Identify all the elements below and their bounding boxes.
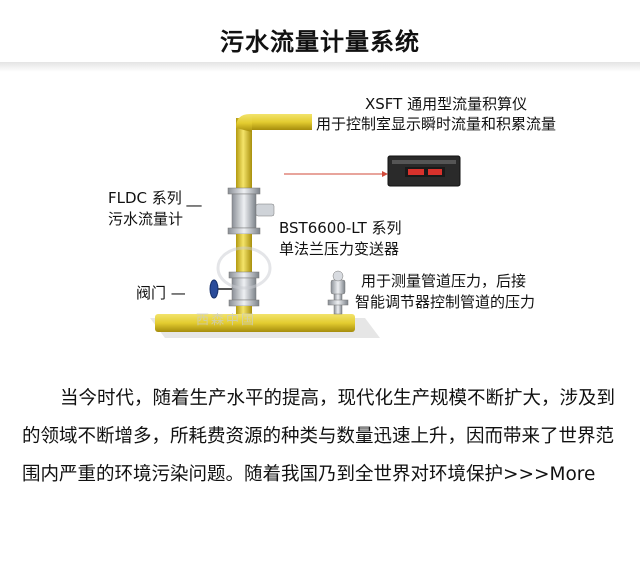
label-bst-line1: BST6600-LT 系列 <box>279 219 402 237</box>
label-bst-line2: 单法兰压力变送器 <box>279 240 400 258</box>
valve-handwheel <box>209 279 219 299</box>
intro-text: 当今时代，随着生产水平的提高，现代化生产规模不断扩大，涉及到的领域不断增多，所耗… <box>22 388 616 485</box>
flowmeter-flange-bottom <box>227 227 261 235</box>
more-link[interactable]: >>>More <box>503 464 596 485</box>
label-valve: 阀门 — <box>136 284 186 302</box>
flowmeter-body <box>231 193 257 229</box>
main-horizontal-pipe <box>155 314 355 332</box>
label-fldc-line2: 污水流量计 <box>108 210 184 228</box>
valve-flange-top <box>228 271 260 279</box>
label-xsft-line1: XSFT 通用型流量积算仪 <box>365 95 528 113</box>
transmitter-body <box>330 279 346 295</box>
label-pressure-line2: 智能调节器控制管道的压力 <box>355 293 536 311</box>
flowmeter-flange-top <box>227 187 261 195</box>
valve-flange-bottom <box>228 299 260 307</box>
diagram-illustration <box>150 114 461 338</box>
label-fldc: FLDC 系列 __ 污水流量计 <box>108 188 202 230</box>
label-xsft-line2: 用于控制室显示瞬时流量和积累流量 <box>316 115 557 133</box>
label-fldc-line1: FLDC 系列 __ <box>108 189 202 207</box>
label-pressure: 用于测量管道压力，后接 智能调节器控制管道的压力 <box>355 271 535 313</box>
page-title: 污水流量计量系统 <box>220 27 420 56</box>
system-diagram: 西森中国 XSFT 通用型流量积算仪 用于控制室显示瞬时流量和积累流量 FLDC… <box>108 94 556 338</box>
vertical-pipe-bottom <box>236 234 252 274</box>
vertical-pipe-top <box>236 118 252 190</box>
transmitter-flange <box>327 299 349 306</box>
watermark-text: 西森中国 <box>196 313 257 328</box>
label-xsft: XSFT 通用型流量积算仪 <box>365 94 527 115</box>
watermark-logo <box>216 246 272 290</box>
label-pressure-line1: 用于测量管道压力，后接 <box>361 272 527 290</box>
title-divider <box>0 62 640 72</box>
label-bst: BST6600-LT 系列 单法兰压力变送器 <box>279 218 402 260</box>
intro-paragraph: 当今时代，随着生产水平的提高，现代化生产规模不断扩大，涉及到的领域不断增多，所耗… <box>22 380 622 494</box>
label-xsft-desc: 用于控制室显示瞬时流量和积累流量 <box>316 114 556 135</box>
